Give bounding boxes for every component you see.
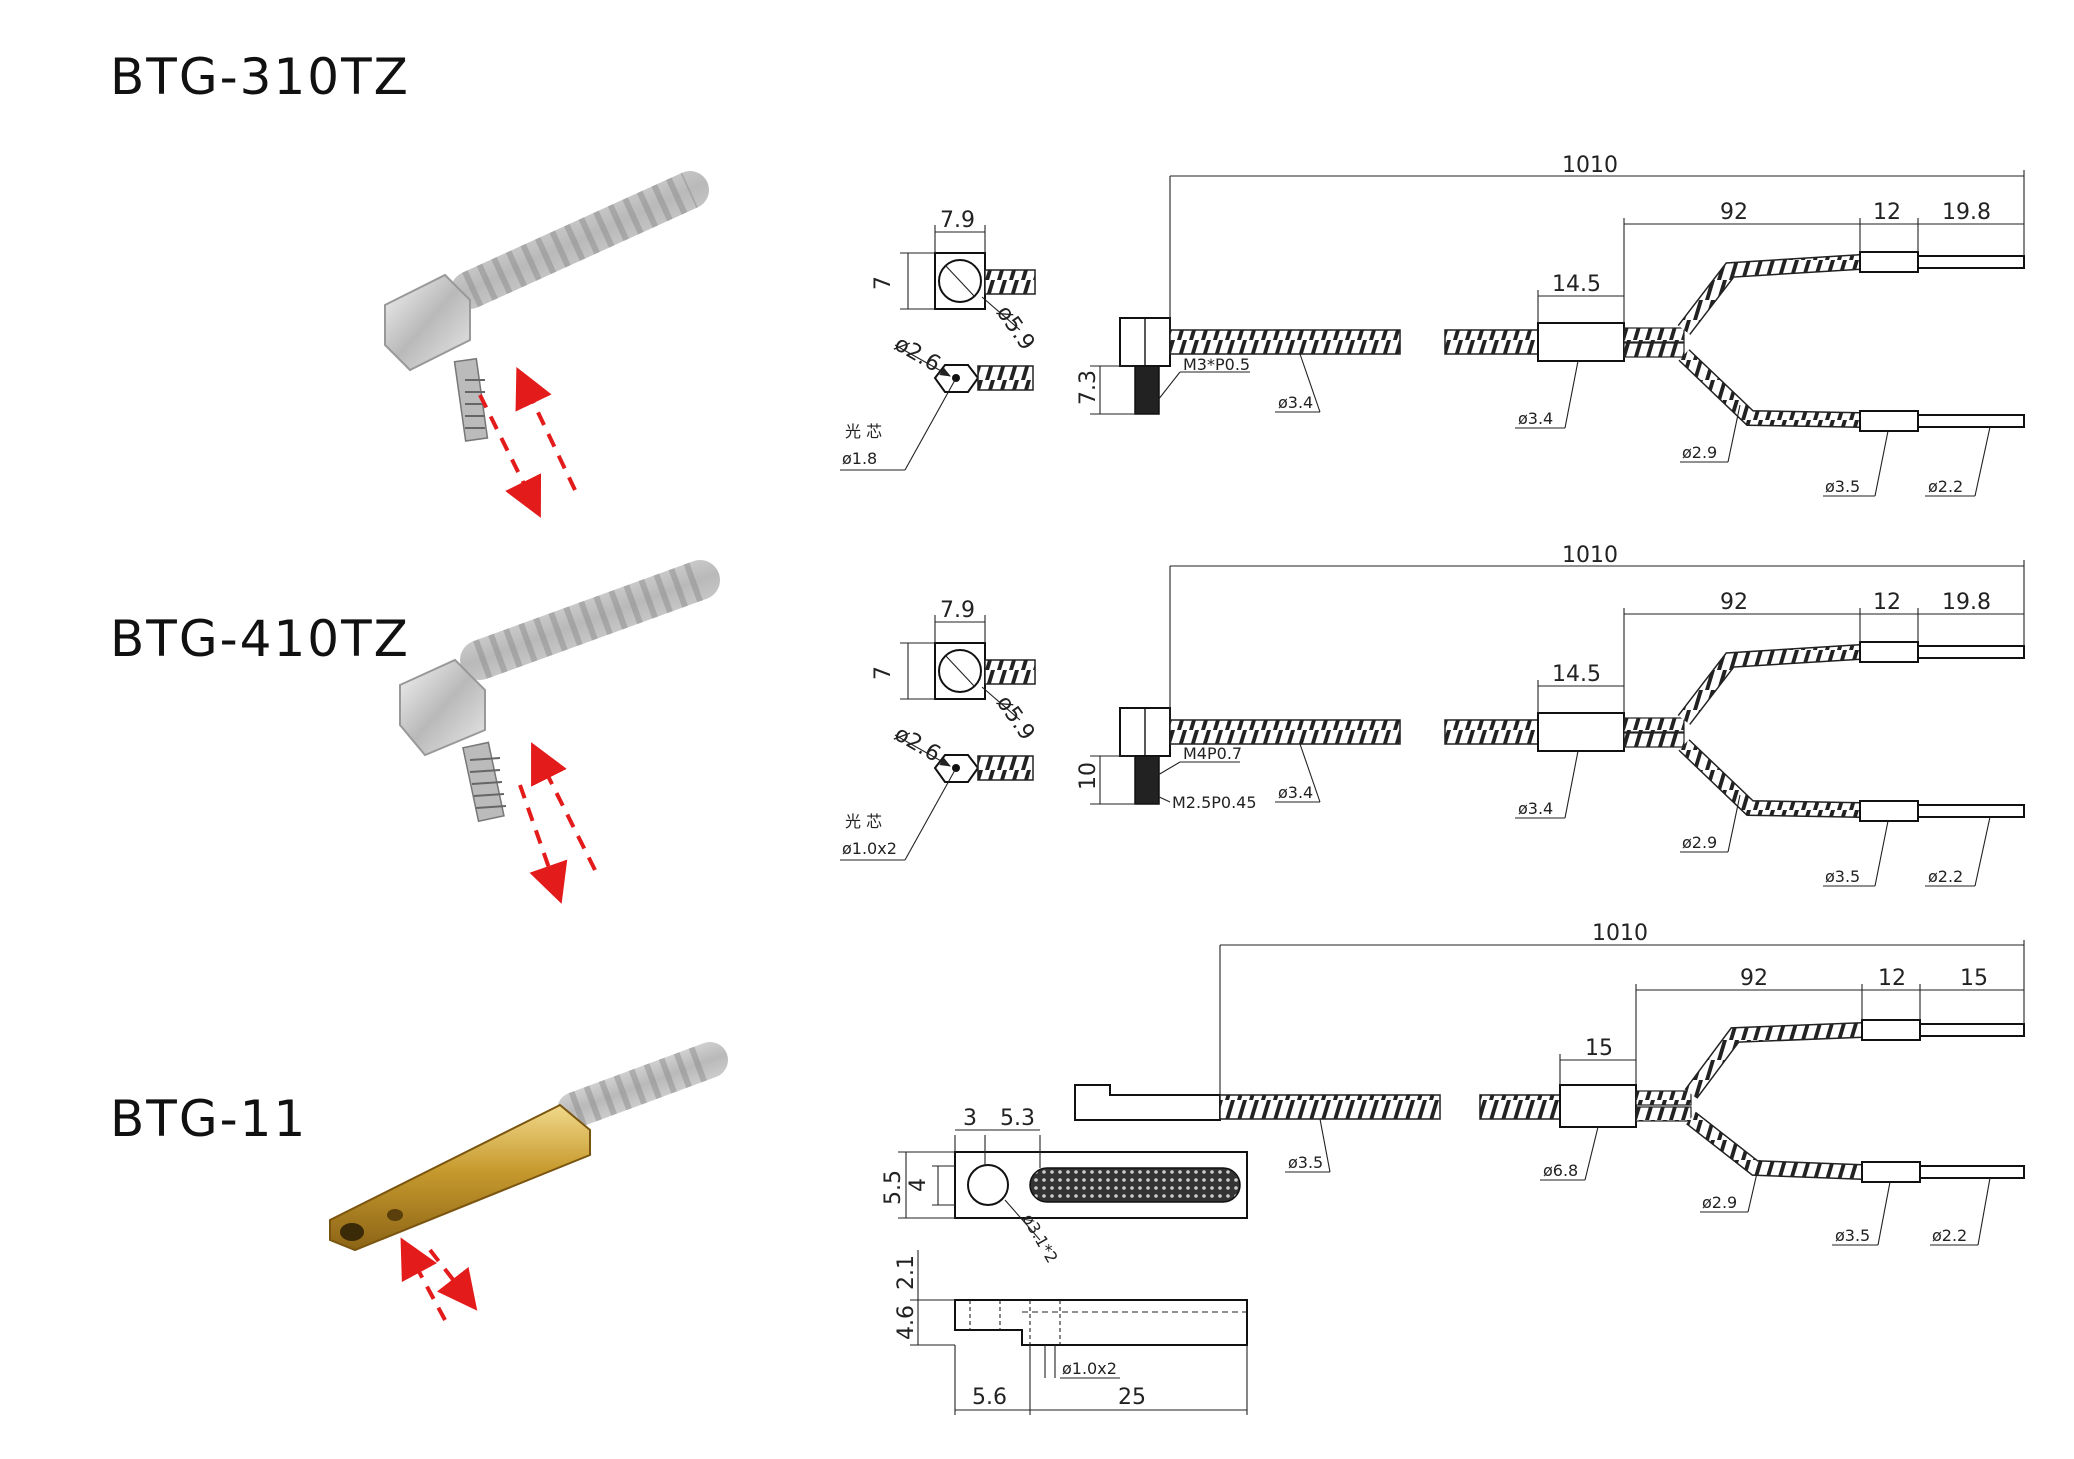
- drawing-btg-410tz: 7.9 7 ø5.9 ø2.6 光 芯 ø1.0x2 10: [840, 543, 2025, 887]
- dimension-label: 14.5: [1552, 662, 1601, 687]
- dimension-label: 92: [1720, 200, 1748, 225]
- dimension-label: 19.8: [1942, 200, 1991, 225]
- photo-btg-11: [329, 1042, 728, 1321]
- model-title-btg-410tz: BTG-410TZ: [110, 610, 410, 668]
- side-view: 7.3 M3*P0.5 ø3.4: [1076, 317, 1401, 415]
- dimension-label: ø2.6: [890, 332, 944, 378]
- dimension-label: 5.3: [1000, 1106, 1035, 1131]
- probe-top-view: ø3.5: [1074, 1084, 1441, 1173]
- dimension-label: M2.5P0.45: [1172, 793, 1257, 812]
- dimension-label: ø5.9: [991, 301, 1039, 355]
- dimension-label: ø2.9: [1682, 443, 1717, 462]
- head-top-view: 7.9 7 ø5.9: [871, 208, 1039, 355]
- cable-assembly: 1010 92 12 19.8 14.5 ø3.4 ø2.9 ø3.5 ø2.2: [1169, 153, 2025, 497]
- dimension-label: 92: [1740, 966, 1768, 991]
- dimension-label: 1010: [1592, 921, 1648, 946]
- dimension-label: ø2.2: [1928, 867, 1963, 886]
- dimension-label: 15: [1960, 966, 1988, 991]
- dimension-label: ø3.5: [1835, 1226, 1870, 1245]
- drawing-btg-11: ø3.5 3 5.3 5.5 4 ø3.1*2: [881, 921, 2025, 1415]
- side-view: 10 M4P0.7 M2.5P0.45 ø3.4: [1076, 707, 1401, 812]
- cable-assembly: 1010 92 12 19.8 14.5 ø3.4 ø2.9 ø3.5 ø2.2: [1169, 543, 2025, 887]
- dimension-label: 25: [1118, 1385, 1146, 1410]
- dimension-label: ø3.4: [1518, 409, 1553, 428]
- model-title-btg-11: BTG-11: [110, 1090, 308, 1148]
- photo-btg-310tz: [384, 171, 709, 518]
- dimension-label: ø2.9: [1702, 1193, 1737, 1212]
- head-top-view: 7.9 7 ø5.9: [871, 598, 1039, 745]
- head-front-view: ø2.6 光 芯 ø1.0x2: [840, 722, 1034, 861]
- dimension-label: ø3.5: [1825, 867, 1860, 886]
- dimension-label: ø3.5: [1288, 1153, 1323, 1172]
- dimension-label: 12: [1873, 200, 1901, 225]
- dimension-label: 5.5: [881, 1170, 906, 1205]
- dimension-label: 5.6: [972, 1385, 1007, 1410]
- dimension-label: 4: [906, 1178, 931, 1192]
- dimension-label: 4.6: [894, 1305, 919, 1340]
- dimension-label: 12: [1878, 966, 1906, 991]
- dimension-label: 19.8: [1942, 590, 1991, 615]
- dimension-label: 12: [1873, 590, 1901, 615]
- dimension-label: 3: [963, 1106, 977, 1131]
- dimension-label: 2.1: [894, 1255, 919, 1290]
- cable-assembly: 1010 92 12 15 15 ø6.8 ø2.9 ø3.5 ø2.2: [1219, 921, 2025, 1246]
- dimension-label: ø2.2: [1928, 477, 1963, 496]
- dimension-label: 7.9: [940, 208, 975, 233]
- dimension-label: ø5.9: [991, 691, 1039, 745]
- dimension-label: ø1.8: [842, 449, 877, 468]
- dimension-label: 10: [1076, 762, 1101, 790]
- model-title-btg-310tz: BTG-310TZ: [110, 48, 410, 106]
- dimension-label: ø6.8: [1543, 1161, 1578, 1180]
- dimension-label: ø2.9: [1682, 833, 1717, 852]
- dimension-label: ø2.2: [1932, 1226, 1967, 1245]
- dimension-label: ø3.4: [1278, 393, 1313, 412]
- dimension-label: 1010: [1562, 153, 1618, 178]
- dimension-label: 14.5: [1552, 272, 1601, 297]
- dimension-label: 92: [1720, 590, 1748, 615]
- dimension-label: 7.9: [940, 598, 975, 623]
- drawing-btg-310tz: 7.9 7 ø5.9 ø2.6 光 芯 ø1.8 7.: [840, 153, 2025, 497]
- head-front-view: ø2.6 光 芯 ø1.8: [840, 332, 1034, 471]
- dimension-label: 15: [1585, 1036, 1613, 1061]
- photo-btg-410tz: [399, 560, 720, 904]
- dimension-label: ø3.4: [1518, 799, 1553, 818]
- dimension-label: ø1.0x2: [842, 839, 897, 858]
- dimension-label: M3*P0.5: [1183, 355, 1250, 374]
- dimension-label: ø1.0x2: [1062, 1359, 1117, 1378]
- dimension-label: 光 芯: [845, 812, 882, 831]
- dimension-label: ø3.5: [1825, 477, 1860, 496]
- dimension-label: 7: [871, 276, 896, 290]
- dimension-label: M4P0.7: [1183, 744, 1242, 763]
- dimension-label: 7: [871, 666, 896, 680]
- dimension-label: ø2.6: [890, 722, 944, 768]
- dimension-label: 1010: [1562, 543, 1618, 568]
- probe-detail-top: 3 5.3 5.5 4 ø3.1*2: [881, 1106, 1248, 1266]
- dimension-label: ø3.4: [1278, 783, 1313, 802]
- dimension-label: 7.3: [1076, 370, 1101, 405]
- probe-detail-side: 2.1 4.6 ø1.0x2 5.6 25: [894, 1250, 1248, 1415]
- dimension-label: 光 芯: [845, 422, 882, 441]
